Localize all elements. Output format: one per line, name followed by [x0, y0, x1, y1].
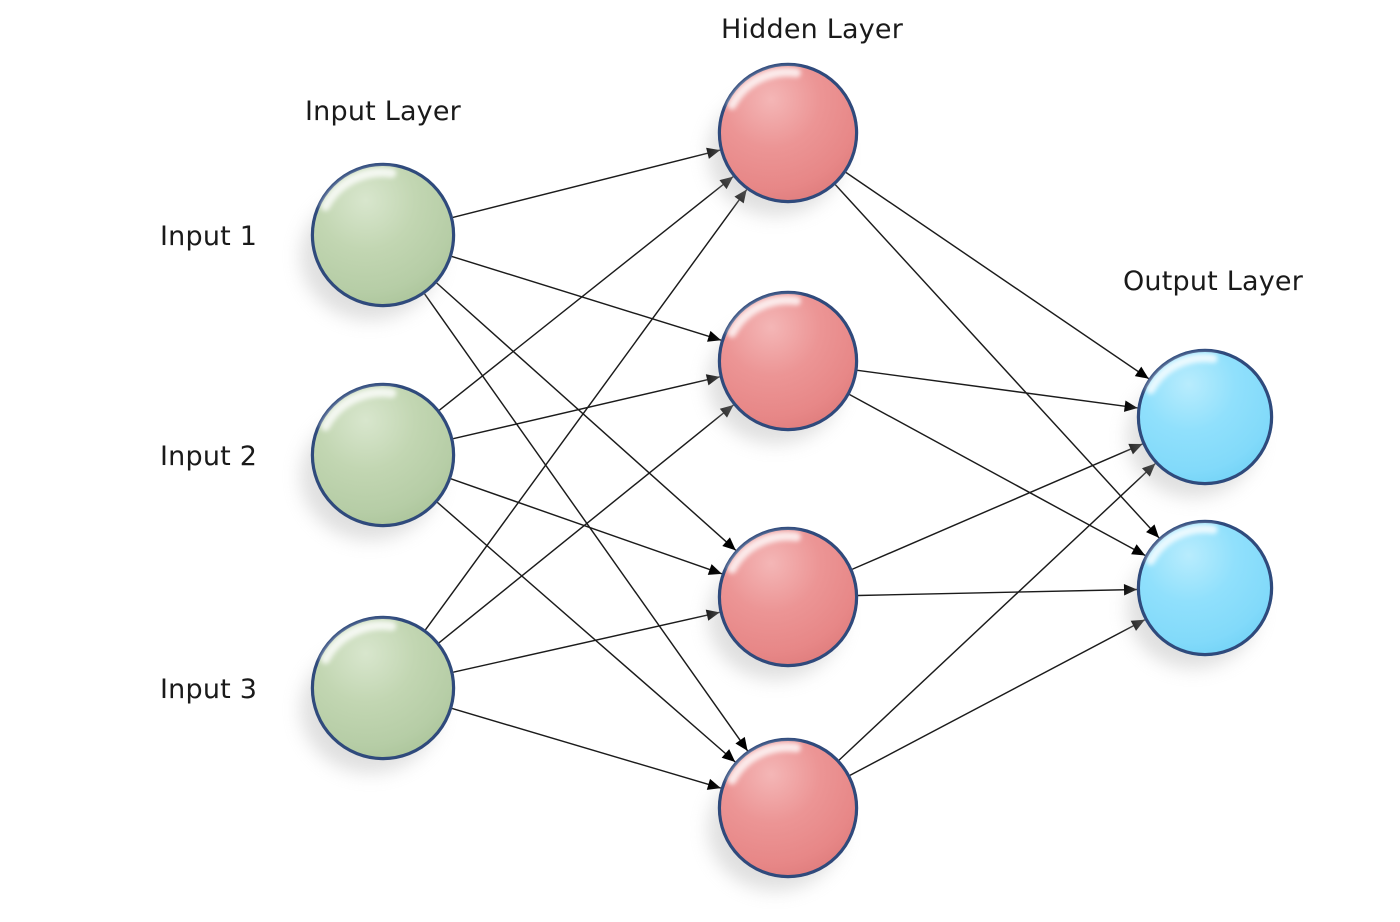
edge-arrowhead — [735, 736, 748, 751]
connection-edge — [438, 404, 734, 644]
connection-edge — [838, 462, 1156, 761]
input-node-label-1: Input 1 — [160, 221, 257, 252]
node-highlight-sheen — [1146, 524, 1218, 566]
node-highlight-sheen — [727, 295, 801, 338]
node-border-ring — [1136, 348, 1274, 486]
neuron-node-o1[interactable] — [1127, 348, 1274, 498]
connection-edge — [436, 501, 736, 763]
edge-arrowhead — [707, 330, 722, 342]
node-border-ring — [717, 526, 859, 668]
connection-edge — [450, 478, 723, 575]
neuron-node-h2[interactable] — [708, 290, 859, 444]
node-border-ring — [717, 62, 859, 204]
connection-edge — [452, 376, 720, 440]
input-node-label-2: Input 2 — [160, 441, 257, 472]
neuron-node-h3[interactable] — [708, 526, 859, 680]
output-layer-title: Output Layer — [1123, 266, 1304, 297]
connection-edge — [849, 619, 1146, 776]
neuron-node-in2[interactable] — [300, 382, 456, 540]
node-highlight-sheen — [727, 742, 801, 785]
connection-edge — [436, 282, 737, 551]
node-border-ring — [717, 737, 859, 879]
neuron-node-o2[interactable] — [1127, 519, 1274, 669]
node-body[interactable] — [718, 527, 858, 667]
connection-edge — [857, 369, 1138, 409]
node-border-ring — [310, 382, 456, 528]
edge-arrowhead — [1134, 366, 1149, 379]
edge-arrowhead — [1123, 400, 1138, 412]
node-highlight-sheen — [320, 167, 397, 211]
node-body[interactable] — [718, 738, 858, 878]
node-highlight-sheen — [320, 620, 397, 664]
node-highlight-sheen — [727, 531, 801, 574]
edge-arrowhead — [1146, 524, 1160, 538]
edge-arrowhead — [722, 537, 736, 551]
node-highlight-sheen — [727, 67, 801, 110]
connection-edge — [849, 393, 1146, 557]
node-body[interactable] — [311, 616, 455, 760]
node-border-ring — [310, 162, 456, 308]
connection-edge — [438, 175, 734, 411]
neuron-node-in3[interactable] — [300, 615, 456, 773]
connection-edges — [423, 149, 1160, 789]
connection-edge — [851, 443, 1143, 570]
node-body[interactable] — [1137, 349, 1273, 485]
node-border-ring — [1136, 519, 1274, 657]
connection-arrowheads — [705, 147, 1160, 790]
edge-arrowhead — [706, 778, 721, 790]
node-body[interactable] — [311, 383, 455, 527]
node-border-ring — [717, 290, 859, 432]
node-border-ring — [310, 615, 456, 761]
edge-arrowhead — [1131, 544, 1146, 556]
edge-arrowhead — [707, 564, 722, 575]
connection-edge — [424, 189, 748, 631]
connection-edge — [451, 255, 722, 341]
node-body[interactable] — [718, 63, 858, 203]
edge-arrowhead — [1123, 584, 1138, 596]
connection-edge — [845, 171, 1150, 380]
node-body[interactable] — [1137, 520, 1273, 656]
connection-edge — [451, 707, 722, 789]
node-body[interactable] — [718, 291, 858, 431]
neuron-nodes — [300, 62, 1274, 891]
connection-edge — [834, 184, 1160, 539]
hidden-layer-title: Hidden Layer — [721, 14, 904, 45]
input-node-label-3: Input 3 — [160, 674, 257, 705]
connection-edge — [857, 588, 1138, 597]
neuron-node-h1[interactable] — [708, 62, 859, 216]
node-highlight-sheen — [320, 387, 397, 431]
neuron-node-h4[interactable] — [708, 737, 859, 891]
node-highlight-sheen — [1146, 353, 1218, 395]
connection-edge — [452, 149, 721, 219]
neuron-node-in1[interactable] — [300, 162, 456, 320]
connection-edge — [423, 293, 749, 752]
edge-arrowhead — [721, 749, 736, 763]
node-body[interactable] — [311, 163, 455, 307]
input-layer-title: Input Layer — [305, 96, 462, 127]
connection-edge — [453, 611, 720, 673]
